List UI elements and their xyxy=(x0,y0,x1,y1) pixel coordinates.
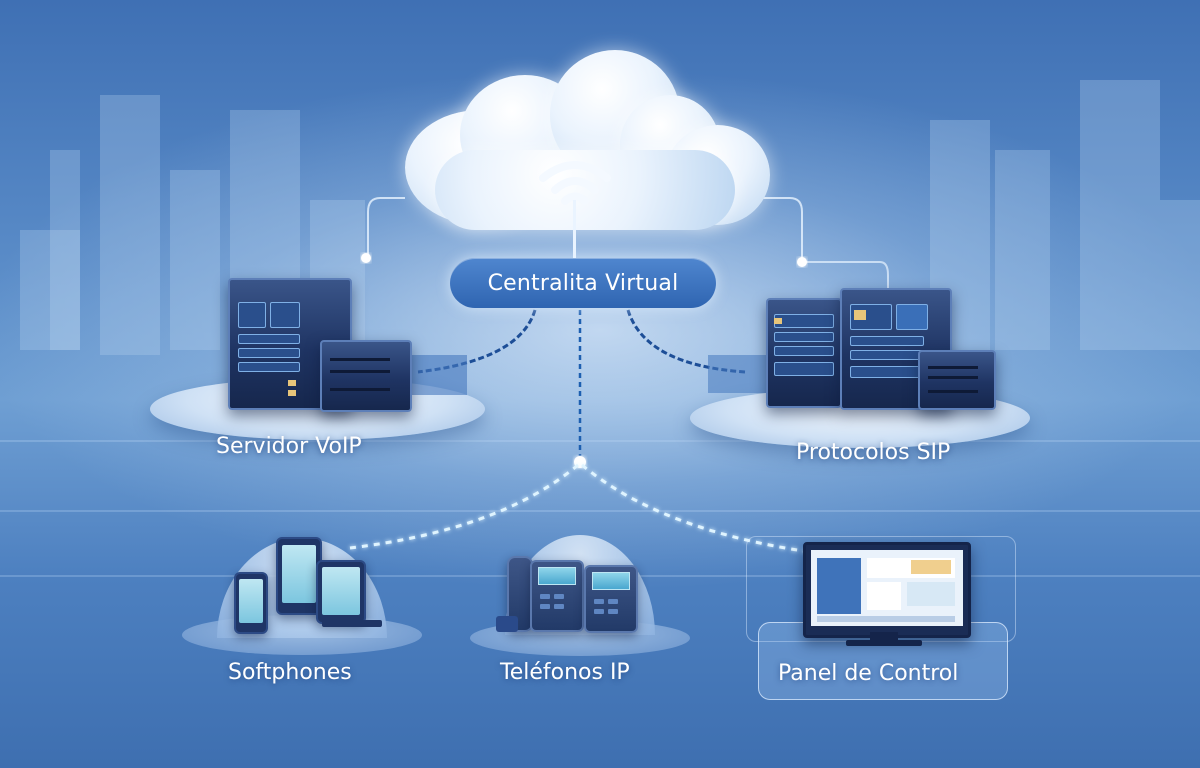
centralita-virtual-label: Centralita Virtual xyxy=(487,270,679,296)
centralita-virtual-node: Centralita Virtual xyxy=(450,258,716,308)
storage-unit-icon xyxy=(918,350,996,410)
wifi-antenna-line xyxy=(573,200,576,262)
monitor-base xyxy=(846,640,922,646)
panel-de-control-label: Panel de Control xyxy=(778,661,959,686)
laptop-icon xyxy=(316,560,366,624)
telefonos-ip-label: Teléfonos IP xyxy=(500,660,630,685)
monitor-icon xyxy=(803,542,971,638)
phone-cradle xyxy=(496,616,518,632)
protocolos-sip-label: Protocolos SIP xyxy=(796,440,951,465)
laptop-keyboard xyxy=(322,620,382,627)
storage-unit-icon xyxy=(320,340,412,412)
monitor-stand xyxy=(870,632,898,642)
tablet-icon xyxy=(276,537,322,615)
smartphone-icon xyxy=(234,572,268,634)
wifi-icon xyxy=(539,161,611,205)
cloud xyxy=(395,50,775,230)
server-rack-icon xyxy=(766,298,842,408)
desk-phone-icon xyxy=(530,560,584,632)
desk-phone-icon xyxy=(584,565,638,633)
softphones-label: Softphones xyxy=(228,660,352,685)
connector-block xyxy=(708,355,768,393)
servidor-voip-label: Servidor VoIP xyxy=(216,434,362,459)
server-rack-icon xyxy=(840,288,952,410)
